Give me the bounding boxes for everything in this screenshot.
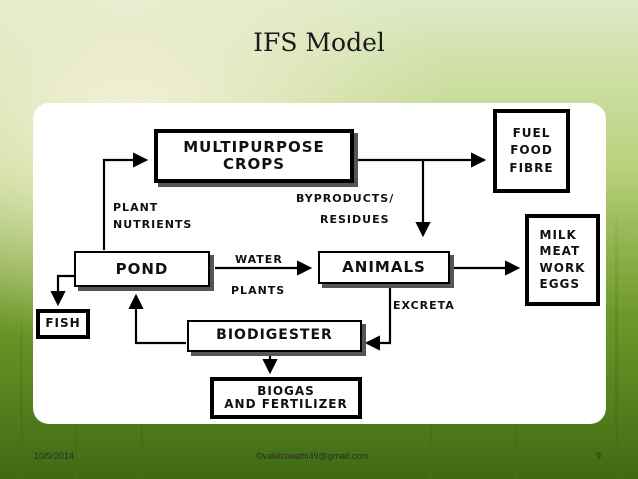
excreta-label: EXCRETA xyxy=(393,299,455,312)
footer-page-number: 9 xyxy=(596,451,602,461)
plant-nutrients-line-2: NUTRIENTS xyxy=(113,217,193,231)
product-milk: MILK xyxy=(539,227,577,242)
biogas-line-1: BIOGAS xyxy=(257,383,315,398)
biodigester-box: BIODIGESTER xyxy=(187,320,362,352)
biogas-line-2: AND FERTILIZER xyxy=(224,397,348,411)
animals-box: ANIMALS xyxy=(318,251,450,284)
footer-author: ©vakitiswathi49@gmail.com xyxy=(256,451,369,461)
pond-label: POND xyxy=(115,259,169,278)
product-meat: MEAT xyxy=(539,244,581,259)
animals-label: ANIMALS xyxy=(342,258,426,277)
crops-box: MULTIPURPOSE CROPS xyxy=(154,129,354,183)
output-food: FOOD xyxy=(510,143,553,158)
arrow-pond-to-fish xyxy=(50,274,74,307)
footer-date: 10/9/2014 xyxy=(34,451,75,461)
grass-decoration xyxy=(20,299,23,479)
byproducts-line-1: BYPRODUCTS/ xyxy=(296,192,395,205)
grass-decoration xyxy=(615,199,618,479)
arrow-pond-to-crops xyxy=(102,152,149,250)
byproducts-line-2: RESIDUES xyxy=(320,212,390,226)
biodigester-label: BIODIGESTER xyxy=(216,327,333,344)
plants-label: PLANTS xyxy=(231,284,286,297)
fish-box: FISH xyxy=(36,309,90,339)
animal-products-box: MILK MEAT WORK EGGS xyxy=(525,214,600,306)
crops-line-2: CROPS xyxy=(222,155,286,173)
pond-box: POND xyxy=(74,251,210,287)
arrow-excreta-to-biodigester xyxy=(364,286,392,351)
fuel-food-fibre-box: FUEL FOOD FIBRE xyxy=(493,109,570,193)
output-fibre: FIBRE xyxy=(509,160,554,175)
plant-nutrients-label: PLANT NUTRIENTS xyxy=(113,200,192,233)
product-work: WORK xyxy=(539,260,586,275)
arrow-biodigester-to-pond xyxy=(128,293,186,345)
byproducts-label: BYPRODUCTS/ RESIDUES xyxy=(296,191,394,228)
water-label: WATER xyxy=(235,253,283,266)
biogas-box: BIOGAS AND FERTILIZER xyxy=(210,377,362,419)
output-fuel: FUEL xyxy=(512,125,551,140)
fish-label: FISH xyxy=(45,316,81,331)
crops-line-1: MULTIPURPOSE xyxy=(183,138,325,157)
slide-title: IFS Model xyxy=(253,28,385,57)
product-eggs: EGGS xyxy=(539,276,581,291)
plant-nutrients-line-1: PLANT xyxy=(113,201,159,214)
